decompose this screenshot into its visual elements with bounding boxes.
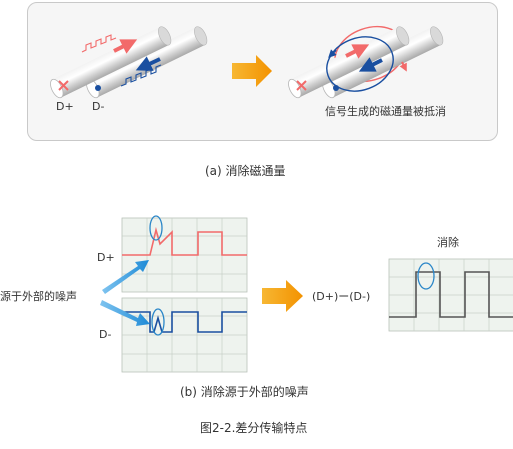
cylinder-dminus-right	[322, 26, 444, 99]
caption-a: (a) 消除磁通量	[205, 163, 286, 178]
signal-wave-red-left	[81, 34, 117, 53]
cylinder-dplus-left	[50, 26, 172, 99]
noise-highlight-dminus	[151, 308, 165, 336]
label-dminus-a: D-	[92, 100, 104, 113]
noise-arrow-lower	[100, 300, 150, 326]
figure-caption: 图2-2.差分传输特点	[200, 420, 307, 435]
noise-cancel-highlight	[417, 262, 435, 290]
cross-symbol-icon	[58, 80, 69, 91]
waveform-result	[389, 271, 513, 318]
grid-result	[388, 258, 513, 332]
label-dminus-b: D-	[99, 328, 111, 341]
caption-b: (b) 消除源于外部的噪声	[180, 384, 309, 399]
noise-arrow-upper	[102, 260, 149, 294]
noise-highlight-dplus	[149, 215, 163, 241]
dot-symbol-icon	[95, 85, 101, 91]
grid-dminus	[121, 297, 248, 373]
operation-label: (D+)ー(D-)	[312, 290, 370, 303]
label-dplus-b: D+	[97, 251, 115, 264]
left-cable-pair	[50, 26, 208, 99]
current-arrow-blue-left	[135, 56, 161, 71]
current-arrow-red-left	[113, 39, 138, 54]
noise-source-label: 源于外部的噪声	[0, 289, 77, 303]
transform-arrow-orange-b	[262, 280, 303, 312]
flux-loop-blue	[326, 36, 394, 92]
result-label: 消除	[437, 235, 459, 249]
cross-symbol-right-icon	[296, 80, 307, 91]
flux-cancel-label: 信号生成的磁通量被抵消	[325, 104, 446, 118]
label-dplus-a: D+	[56, 100, 74, 113]
waveform-dminus	[122, 311, 247, 333]
right-cable-pair	[288, 25, 444, 99]
dot-symbol-right-icon	[333, 85, 339, 91]
current-arrow-blue-right	[358, 57, 383, 72]
signal-wave-blue-left	[120, 64, 162, 87]
cylinder-dplus-right	[288, 26, 410, 99]
current-arrow-red-right	[345, 44, 370, 59]
waveform-dplus	[122, 226, 247, 256]
transform-arrow-orange-a	[232, 55, 272, 87]
